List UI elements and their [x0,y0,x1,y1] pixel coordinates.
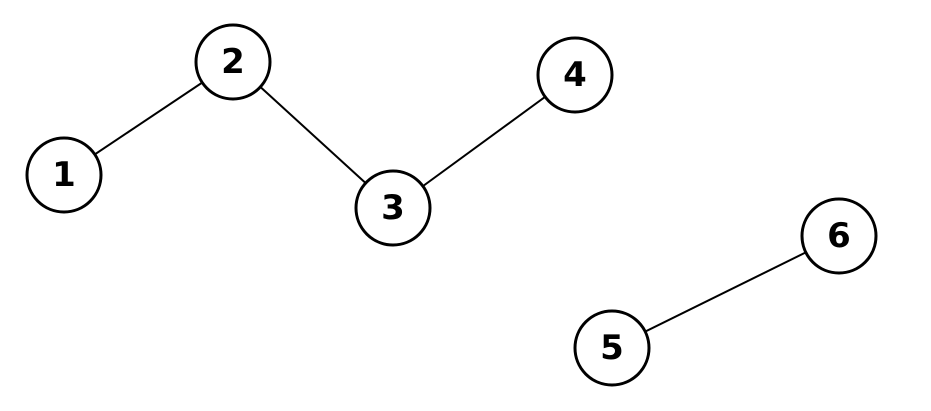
node-circle-6 [800,197,878,275]
node-label-3: 3 [381,188,405,228]
node-6: 6 [800,197,878,275]
node-circle-3 [354,169,432,247]
node-5: 5 [573,309,651,387]
node-label-2: 2 [221,42,245,82]
node-circle-4 [536,36,614,114]
nodes-layer: 1 2 3 4 5 6 [25,23,878,387]
node-label-5: 5 [600,328,624,368]
node-circle-2 [194,23,272,101]
edges-layer [63,61,840,349]
node-3: 3 [354,169,432,247]
edge-5-6 [611,235,840,349]
node-1: 1 [25,136,103,214]
node-2: 2 [194,23,272,101]
node-circle-1 [25,136,103,214]
node-label-4: 4 [563,55,587,95]
node-circle-5 [573,309,651,387]
node-4: 4 [536,36,614,114]
node-label-6: 6 [827,216,851,256]
node-label-1: 1 [52,155,76,195]
